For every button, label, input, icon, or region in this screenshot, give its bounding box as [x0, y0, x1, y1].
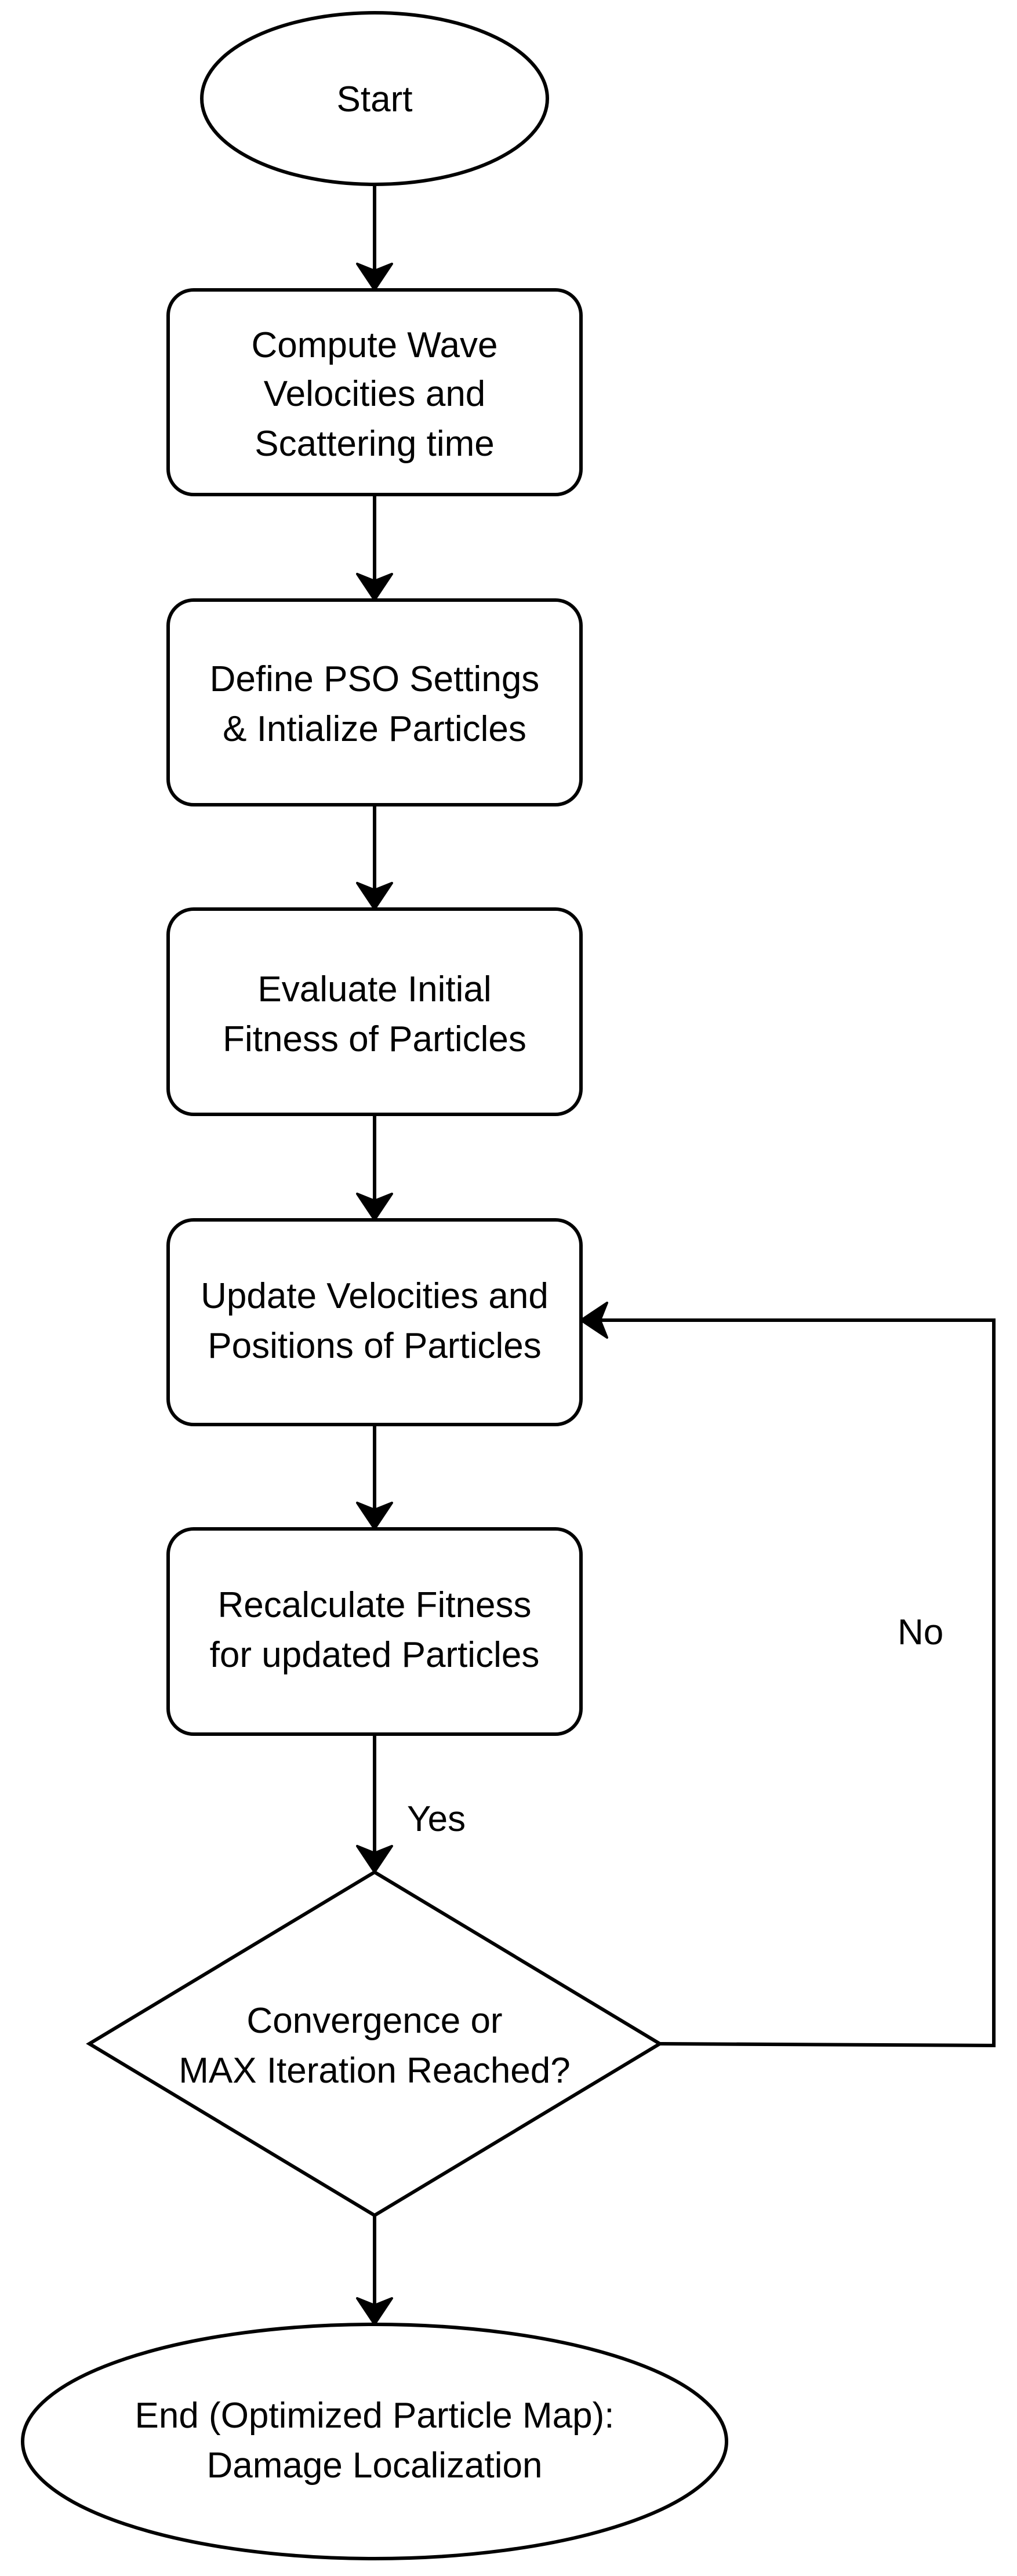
compute-wave-line-2: Velocities and: [264, 374, 486, 414]
evaluate-initial-node: Evaluate Initial Fitness of Particles: [166, 907, 583, 1116]
edge-decision-no-loop: [587, 1318, 996, 2048]
decision-diamond: [86, 1870, 663, 2218]
define-pso-line-2: & Intialize Particles: [223, 709, 526, 749]
recalculate-fitness-box: [166, 1527, 583, 1736]
arrowhead-end: [356, 2297, 393, 2326]
arrowhead-compute: [356, 263, 393, 291]
arrowhead-evaluate: [356, 882, 393, 910]
connectors: [356, 184, 996, 2326]
compute-wave-node: Compute Wave Velocities and Scattering t…: [166, 288, 583, 496]
recalculate-fitness-line-1: Recalculate Fitness: [217, 1585, 531, 1625]
compute-wave-box: [166, 288, 583, 496]
arrowhead-define: [356, 573, 393, 601]
define-pso-line-1: Define PSO Settings: [210, 659, 540, 699]
update-velocities-box: [166, 1218, 583, 1426]
start-label: Start: [337, 79, 413, 119]
evaluate-initial-box: [166, 907, 583, 1116]
compute-wave-line-1: Compute Wave: [252, 325, 498, 365]
update-velocities-node: Update Velocities and Positions of Parti…: [166, 1218, 583, 1426]
define-pso-node: Define PSO Settings & Intialize Particle…: [166, 598, 583, 806]
end-line-2: Damage Localization: [206, 2446, 542, 2486]
end-node: End (Optimized Particle Map): Damage Loc…: [21, 2323, 728, 2560]
start-ellipse: [200, 11, 549, 186]
arrowhead-update-loop: [580, 1302, 608, 1339]
decision-line-2: MAX Iteration Reached?: [179, 2051, 571, 2091]
recalculate-fitness-node: Recalculate Fitness for updated Particle…: [166, 1527, 583, 1736]
arrowhead-recalculate: [356, 1502, 393, 1530]
evaluate-initial-line-2: Fitness of Particles: [223, 1019, 526, 1059]
update-velocities-line-1: Update Velocities and: [201, 1276, 549, 1316]
end-line-1: End (Optimized Particle Map):: [135, 2396, 615, 2436]
compute-wave-line-3: Scattering time: [255, 424, 495, 464]
recalculate-fitness-line-2: for updated Particles: [210, 1635, 540, 1675]
evaluate-initial-line-1: Evaluate Initial: [257, 969, 491, 1009]
arrowhead-decision: [356, 1845, 393, 1873]
edge-label-no: No: [898, 1612, 943, 1652]
define-pso-box: [166, 598, 583, 806]
update-velocities-line-2: Positions of Particles: [208, 1326, 541, 1366]
decision-node: Convergence or MAX Iteration Reached?: [86, 1870, 663, 2218]
edge-label-yes: Yes: [407, 1799, 466, 1839]
start-node: Start: [200, 11, 549, 186]
end-ellipse: [21, 2323, 728, 2560]
decision-line-1: Convergence or: [246, 2001, 502, 2041]
arrowhead-update: [356, 1193, 393, 1221]
